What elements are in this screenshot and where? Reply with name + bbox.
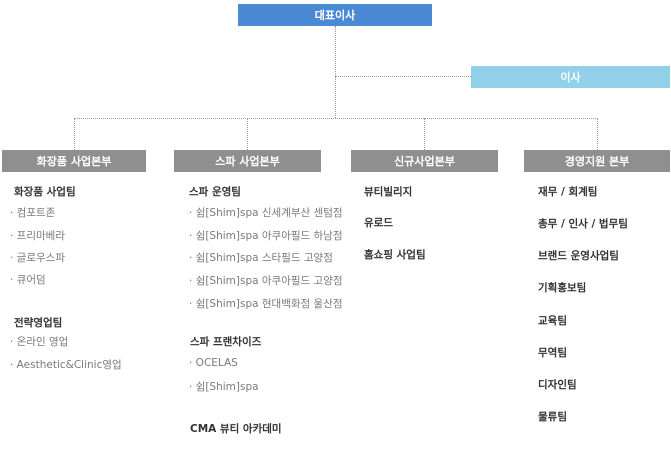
connector-division-2 — [247, 118, 248, 150]
list-item: · 쉼[Shim]spa 현대백화점 울산점 — [189, 298, 343, 310]
list-item: · 온라인 영업 — [10, 336, 69, 348]
list-item: · 글로우스파 — [10, 252, 65, 264]
connector-division-1 — [74, 118, 75, 150]
list-item: · 큐어덤 — [10, 274, 46, 286]
list-item: 홈쇼핑 사업팀 — [364, 249, 426, 261]
division-cosmetics-header: 화장품 사업본부 — [2, 150, 146, 172]
division-management-header: 경영지원 본부 — [524, 150, 670, 172]
list-item: · 쉼[Shim]spa 스타필드 고양점 — [189, 252, 333, 264]
list-item: · 쉼[Shim]spa 아쿠아필드 하남점 — [189, 230, 343, 242]
list-item: 물류팀 — [538, 411, 567, 423]
team-label: CMA 뷰티 아카데미 — [190, 423, 282, 435]
team-label: 화장품 사업팀 — [14, 186, 76, 198]
connector-divisions-bar — [74, 118, 598, 119]
list-item: 뷰티빌리지 — [364, 186, 413, 198]
list-item: · 쉼[Shim]spa 아쿠아필드 고양점 — [189, 275, 343, 287]
division-spa-header: 스파 사업본부 — [174, 150, 321, 172]
list-item: 기획홍보팀 — [538, 282, 587, 294]
list-item: 브랜드 운영사업팀 — [538, 250, 619, 262]
connector-ceo-down — [335, 26, 336, 118]
list-item: · 컴포트존 — [10, 207, 56, 219]
list-item: 재무 / 회계팀 — [538, 186, 598, 198]
division-new-business-header: 신규사업본부 — [351, 150, 498, 172]
team-label: 스파 프랜차이즈 — [190, 336, 262, 348]
list-item: · OCELAS — [189, 357, 238, 369]
list-item: · 프리마베라 — [10, 230, 65, 242]
ceo-box: 대표이사 — [238, 4, 432, 26]
list-item: 유로드 — [364, 217, 393, 229]
list-item: 교육팀 — [538, 315, 567, 327]
connector-division-3 — [424, 118, 425, 150]
connector-division-4 — [597, 118, 598, 150]
list-item: · Aesthetic&Clinic영업 — [10, 359, 122, 371]
list-item: 디자인팀 — [538, 379, 577, 391]
connector-director-branch — [335, 76, 471, 77]
team-label: 전략영업팀 — [14, 317, 63, 329]
list-item: 무역팀 — [538, 347, 567, 359]
list-item: · 쉼[Shim]spa 신세계부산 센텀점 — [189, 207, 343, 219]
list-item: 총무 / 인사 / 법무팀 — [538, 218, 628, 230]
team-label: 스파 운영팀 — [189, 186, 241, 198]
list-item: · 쉼[Shim]spa — [189, 381, 259, 393]
director-box: 이사 — [471, 66, 670, 88]
